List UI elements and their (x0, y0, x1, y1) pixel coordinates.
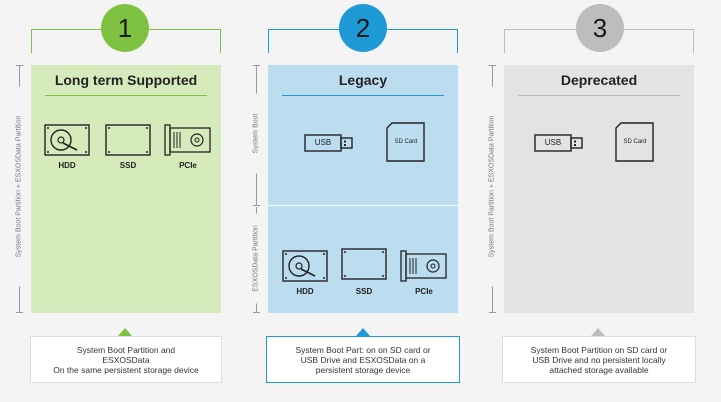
ssd-icon (341, 248, 387, 280)
column-3-side-label: System Boot Partition + ESXOSData Partit… (488, 86, 496, 287)
column-2-description-line-1: System Boot Part: on on SD card or (295, 344, 431, 355)
column-1-title-rule (45, 95, 207, 96)
column-2-boot-label-sd-card: SD Card (394, 139, 418, 145)
pcie-icon (164, 124, 211, 156)
column-1-side-label: System Boot Partition + ESXOSData Partit… (15, 86, 23, 287)
column-1-device-label-pcie: PCIe (179, 161, 197, 170)
step-3-badge: 3 (576, 4, 624, 52)
column-2-section-divider (268, 205, 458, 206)
column-2-pointer (356, 328, 370, 336)
column-3-description-line-2: USB Drive and no persistent locally (532, 354, 666, 365)
column-2-span-tick-top (253, 65, 260, 66)
column-3-boot-label-usb: USB (544, 138, 562, 147)
sd-card-icon (615, 122, 654, 162)
column-1-title: Long term Supported (54, 72, 198, 88)
column-1-span-tick-bottom (16, 312, 23, 313)
column-2-span-tick-mid (253, 205, 260, 206)
column-3-panel: Deprecated USB SD Card (504, 65, 694, 313)
column-3-title: Deprecated (560, 72, 638, 88)
column-3-span-tick-top (489, 65, 496, 66)
column-1-description-line-1: System Boot Partition and (76, 344, 176, 355)
column-2-boot-label-usb: USB (314, 138, 332, 147)
usb-icon (534, 134, 583, 152)
sd-card-icon (386, 122, 425, 162)
column-2-description-line-2: USB Drive and ESXOSData on a (300, 354, 426, 365)
column-1-description-line-2: ESXOSData (102, 354, 150, 365)
column-2-description-line-3: persistent storage device (315, 364, 411, 375)
hdd-icon (44, 124, 90, 156)
usb-icon (304, 134, 353, 152)
column-1-description: System Boot Partition and ESXOSData On t… (30, 336, 222, 383)
column-3-boot-label-sd-card: SD Card (623, 139, 647, 145)
column-3-span-tick-bottom (489, 312, 496, 313)
step-2-badge: 2 (339, 4, 387, 52)
column-3-pointer (591, 328, 605, 336)
column-2-device-label-hdd: HDD (296, 287, 314, 296)
column-1-span-tick-top (16, 65, 23, 66)
column-3-description: System Boot Partition on SD card or USB … (502, 336, 696, 383)
column-2-description: System Boot Part: on on SD card or USB D… (266, 336, 460, 383)
column-2-side-label-bottom: ESXOSData Partition (252, 213, 260, 304)
step-2-number: 2 (355, 12, 371, 43)
column-2-title: Legacy (338, 72, 388, 88)
column-2-title-rule (282, 95, 444, 96)
step-3-number: 3 (592, 12, 608, 43)
column-3-description-line-3: attached storage available (549, 364, 649, 375)
hdd-icon (282, 250, 328, 282)
step-1-number: 1 (117, 12, 133, 43)
column-2-panel: Legacy USB SD Card HDD (268, 65, 458, 313)
column-1-pointer (118, 328, 132, 336)
column-1-device-label-ssd: SSD (119, 161, 137, 170)
column-3-title-rule (518, 95, 680, 96)
column-1-panel: Long term Supported HDD SSD (31, 65, 221, 313)
column-2-side-label-top: System Boot (252, 93, 260, 174)
column-3-description-line-1: System Boot Partition on SD card or (530, 344, 668, 355)
ssd-icon (105, 124, 151, 156)
column-2-device-label-pcie: PCIe (415, 287, 433, 296)
step-1-badge: 1 (101, 4, 149, 52)
column-1-device-label-hdd: HDD (58, 161, 76, 170)
column-1-description-line-3: On the same persistent storage device (53, 364, 199, 375)
column-2-device-label-ssd: SSD (355, 287, 373, 296)
column-2-span-tick-bottom (253, 312, 260, 313)
pcie-icon (400, 250, 447, 282)
